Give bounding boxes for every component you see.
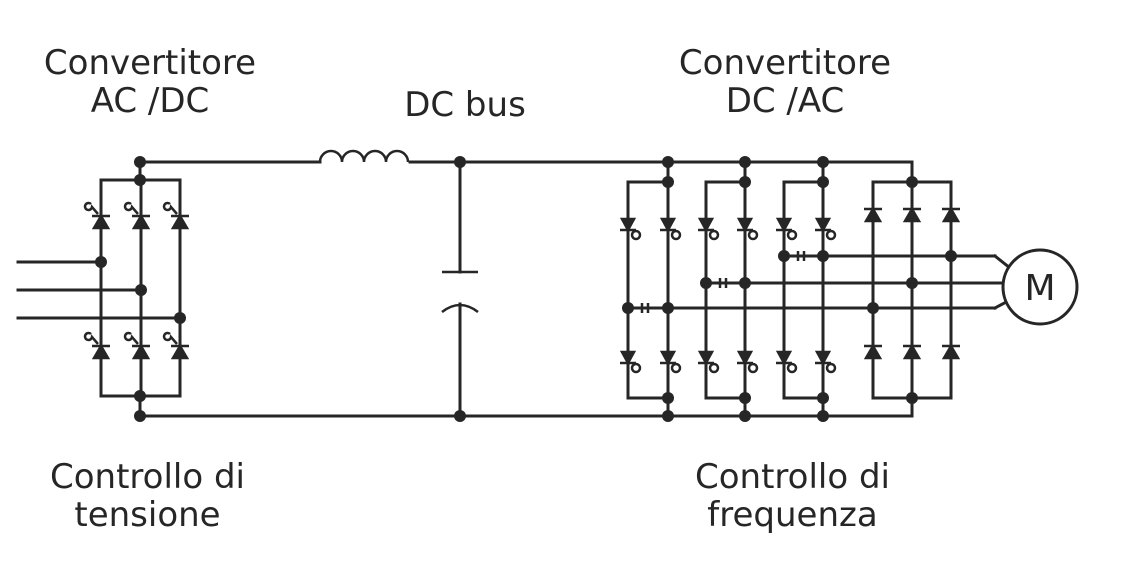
motor-symbol: M	[1024, 268, 1055, 309]
switch-diode	[659, 217, 677, 233]
junction-dot	[817, 156, 829, 168]
switch-gate	[670, 229, 682, 241]
diode-symbol	[941, 343, 961, 360]
switch-gate	[747, 362, 759, 374]
ac-dc-converter-label-line2: AC /DC	[90, 81, 210, 121]
switch-diode	[775, 350, 793, 366]
switch-gate	[747, 229, 759, 241]
dc-bus-label: DC bus	[404, 85, 526, 125]
circuit-components	[83, 149, 961, 374]
diode-symbol	[131, 343, 151, 360]
switch-diode	[814, 350, 832, 366]
junction-dot	[906, 392, 918, 404]
switch-diode	[736, 350, 754, 366]
wire	[992, 253, 1013, 271]
switch-gate	[670, 362, 682, 374]
dc-ac-converter-label-line1: Convertitore	[678, 43, 892, 83]
frequency-control-label-line1: Controllo di	[695, 457, 890, 497]
gate-lead	[83, 201, 99, 215]
junction-dot	[662, 176, 674, 188]
dc-ac-converter-label: Convertitore DC /AC	[650, 44, 920, 120]
junction-dot	[622, 302, 634, 314]
junction-dot	[174, 312, 186, 324]
diode-symbol	[902, 343, 922, 360]
junction-dot	[454, 156, 466, 168]
gate-lead	[162, 201, 178, 215]
diode-symbol	[863, 343, 883, 360]
switch-diode	[619, 350, 637, 366]
junction-dot	[134, 390, 146, 402]
junction-dot	[739, 156, 751, 168]
junction-dot	[739, 277, 751, 289]
junction-dot	[454, 410, 466, 422]
junction-dot	[817, 176, 829, 188]
voltage-control-label-line2: tensione	[74, 495, 221, 535]
junction-dot	[739, 410, 751, 422]
junction-dot	[700, 277, 712, 289]
inductor	[318, 149, 410, 163]
junction-dot	[906, 277, 918, 289]
switch-gate	[630, 362, 642, 374]
junction-dot	[134, 174, 146, 186]
voltage-control-label-line1: Controllo di	[50, 457, 245, 497]
gate-lead	[162, 331, 178, 345]
frequency-control-label-line2: frequenza	[707, 495, 878, 535]
switch-diode	[659, 350, 677, 366]
junction-dot	[817, 410, 829, 422]
diode-symbol	[91, 213, 111, 230]
switch-diode	[736, 217, 754, 233]
junction-dot	[662, 410, 674, 422]
motor: M	[1001, 248, 1079, 326]
diode-symbol	[131, 213, 151, 230]
capacitor-plate-curved	[441, 303, 479, 314]
switch-gate	[630, 229, 642, 241]
ac-dc-converter-label: Convertitore AC /DC	[20, 44, 280, 120]
junction-dot	[739, 176, 751, 188]
junction-dot	[739, 392, 751, 404]
dc-ac-converter-label-line2: DC /AC	[725, 81, 845, 121]
switch-gate	[786, 229, 798, 241]
frequency-control-label: Controllo di frequenza	[650, 458, 935, 534]
circuit-wires	[16, 160, 1013, 418]
junction-dot	[134, 410, 146, 422]
switch-diode	[814, 217, 832, 233]
diode-symbol	[170, 343, 190, 360]
junction-dot	[662, 392, 674, 404]
junction-dot	[906, 176, 918, 188]
voltage-control-label: Controllo di tensione	[15, 458, 280, 534]
switch-diode	[619, 217, 637, 233]
junction-dot	[135, 284, 147, 296]
gate-lead	[83, 331, 99, 345]
junction-dot	[662, 156, 674, 168]
diode-symbol	[941, 206, 961, 223]
diode-symbol	[902, 206, 922, 223]
junction-dot	[95, 256, 107, 268]
junction-dot	[817, 250, 829, 262]
motor-circle	[1001, 248, 1079, 326]
switch-diode	[697, 350, 715, 366]
switch-gate	[825, 229, 837, 241]
diode-symbol	[91, 343, 111, 360]
junction-dot	[778, 250, 790, 262]
junction-dot	[134, 156, 146, 168]
gate-lead	[123, 201, 139, 215]
switch-gate	[825, 362, 837, 374]
ac-dc-converter-label-line1: Convertitore	[43, 43, 257, 83]
diode-symbol	[863, 206, 883, 223]
junction-dot	[867, 302, 879, 314]
junction-dot	[817, 392, 829, 404]
diode-symbol	[170, 213, 190, 230]
switch-gate	[708, 229, 720, 241]
switch-diode	[775, 217, 793, 233]
gate-lead	[123, 331, 139, 345]
switch-gate	[708, 362, 720, 374]
switch-gate	[786, 362, 798, 374]
circuit-junctions	[95, 156, 957, 422]
junction-dot	[662, 302, 674, 314]
switch-diode	[697, 217, 715, 233]
junction-dot	[945, 250, 957, 262]
